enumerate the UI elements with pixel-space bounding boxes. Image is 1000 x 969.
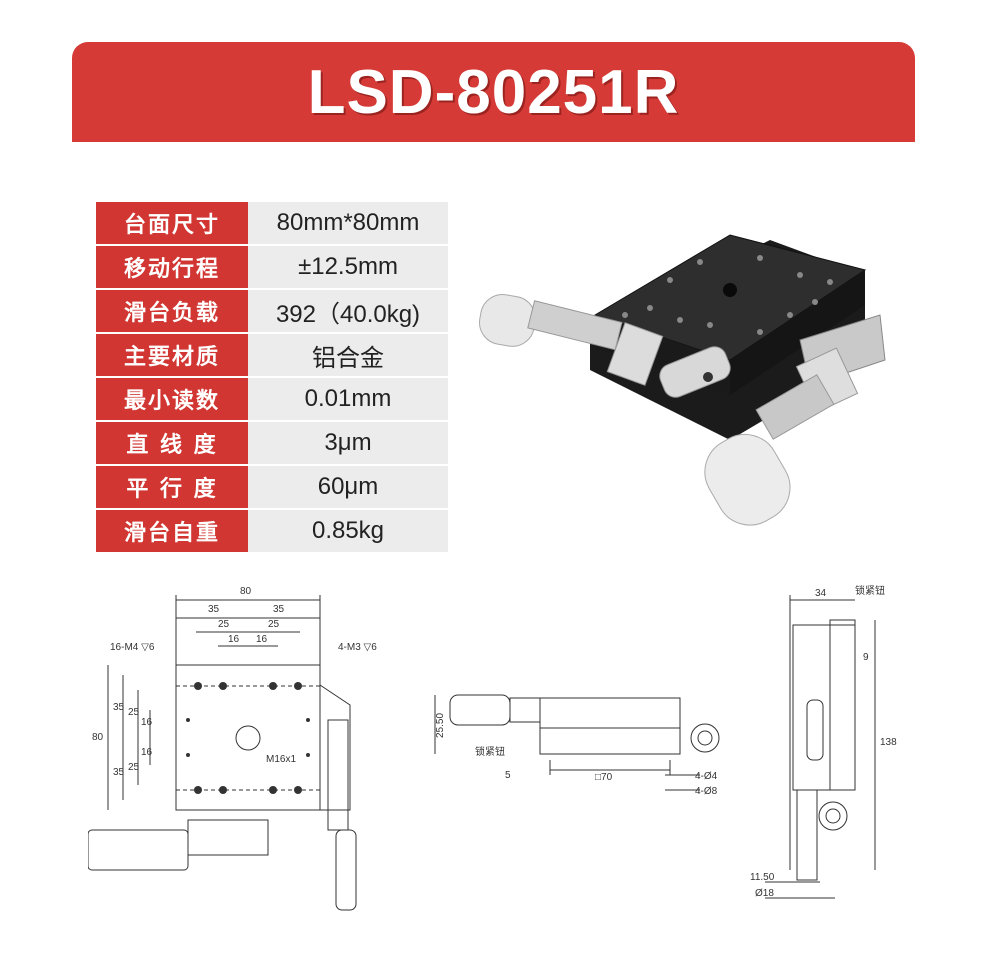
dim-11-50: 11.50 <box>750 872 775 883</box>
label-lock: 锁紧钮 <box>475 745 505 758</box>
note-4-d4: 4-Ø4 <box>695 771 718 782</box>
spec-label: 移动行程 <box>96 245 248 290</box>
dim-25-left: 25 <box>218 619 230 630</box>
dim-16-left: 16 <box>228 634 240 645</box>
spec-row: 移动行程±12.5mm <box>96 245 448 290</box>
spec-value: 铝合金 <box>248 333 448 378</box>
spec-value: 3μm <box>248 421 448 466</box>
spec-value: 80mm*80mm <box>248 202 448 246</box>
spec-label: 主要材质 <box>96 333 248 378</box>
spec-row: 主要材质铝合金 <box>96 333 448 378</box>
spec-label: 最小读数 <box>96 377 248 422</box>
dim-sq70: □70 <box>595 772 613 783</box>
product-photo <box>479 234 886 526</box>
spec-label: 滑台负载 <box>96 289 248 334</box>
dim-138: 138 <box>880 737 897 748</box>
spec-label: 平 行 度 <box>96 465 248 510</box>
dim-d18: Ø18 <box>755 888 774 899</box>
dim-v35b: 35 <box>113 767 125 778</box>
note-m16: M16x1 <box>266 754 296 765</box>
note-4-d8: 4-Ø8 <box>695 786 718 797</box>
dim-35-right: 35 <box>273 604 285 615</box>
spec-label: 直 线 度 <box>96 421 248 466</box>
drawing-front-view: 25.50 锁紧钮 5 □70 4-Ø4 4-Ø8 <box>434 694 720 797</box>
note-m3: 4-M3 ▽6 <box>338 642 377 653</box>
spec-value: 0.01mm <box>248 377 448 422</box>
drawing-side-view: 34 锁紧钮 9 138 11.50 Ø18 <box>750 584 897 899</box>
dim-25-right: 25 <box>268 619 280 630</box>
dim-34: 34 <box>815 588 827 599</box>
label-lock-side: 锁紧钮 <box>855 584 885 597</box>
spec-value: 60μm <box>248 465 448 510</box>
spec-value: 392（40.0kg) <box>248 289 448 334</box>
dim-v35a: 35 <box>113 702 125 713</box>
dim-80: 80 <box>240 586 252 597</box>
dim-v80: 80 <box>92 732 104 743</box>
dim-v16b: 16 <box>141 747 153 758</box>
dim-16-right: 16 <box>256 634 268 645</box>
dim-5: 5 <box>505 770 511 781</box>
spec-label: 台面尺寸 <box>96 202 248 246</box>
note-m4: 16-M4 ▽6 <box>110 642 155 653</box>
dim-25-50: 25.50 <box>435 713 446 738</box>
title-banner: LSD-80251R <box>72 42 915 142</box>
dim-v16a: 16 <box>141 717 153 728</box>
drawing-top-view: 80 35 35 25 25 16 16 16-M4 ▽6 4-M3 ▽6 80… <box>88 586 377 911</box>
dim-v25a: 25 <box>128 707 140 718</box>
product-title: LSD-80251R <box>307 57 680 127</box>
spec-value: ±12.5mm <box>248 245 448 290</box>
dim-9: 9 <box>863 652 869 663</box>
dim-35-left: 35 <box>208 604 220 615</box>
spec-label: 滑台自重 <box>96 509 248 554</box>
spec-value: 0.85kg <box>248 509 448 554</box>
dim-v25b: 25 <box>128 762 140 773</box>
